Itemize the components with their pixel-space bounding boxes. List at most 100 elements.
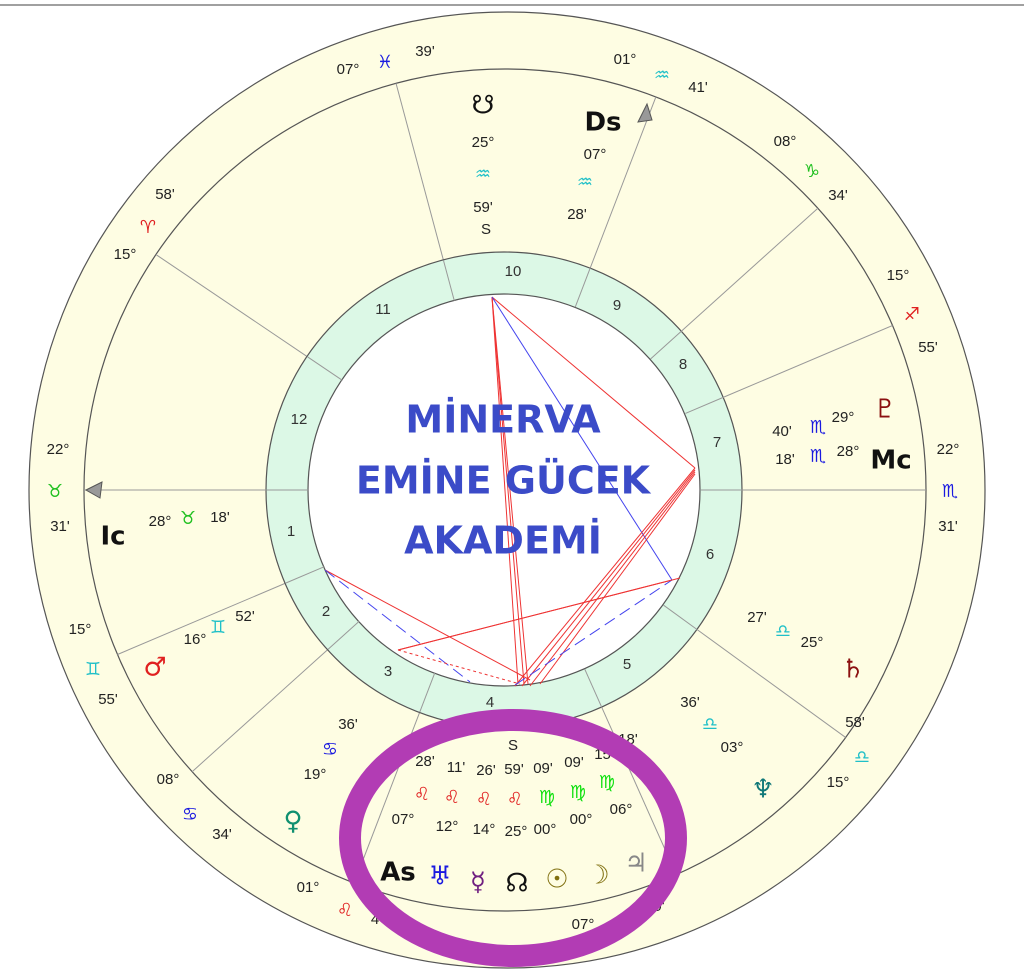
svg-text:28°: 28°	[837, 443, 860, 460]
saturn-icon: ♄	[841, 655, 864, 685]
virgo-icon: ♍	[599, 772, 615, 793]
cusp-degree: 07°	[572, 916, 595, 933]
libra-icon: ♎	[702, 714, 718, 735]
svg-text:07°: 07°	[392, 811, 415, 828]
ascendant-arrow-icon	[84, 481, 103, 499]
leo-icon: ♌	[476, 789, 492, 810]
cusp-degree: 01°	[297, 879, 320, 896]
libra-icon: ♎	[854, 747, 870, 768]
house-cusp-line	[191, 648, 329, 773]
north-node-icon: ☊	[505, 869, 528, 899]
house-divider	[327, 620, 360, 650]
aspect-line	[491, 296, 529, 685]
cusp-minute: 34'	[212, 826, 232, 843]
svg-text:18': 18'	[210, 509, 230, 526]
descendant-label: Ds	[584, 108, 621, 138]
house-divider	[663, 604, 698, 631]
axis-arrows	[84, 102, 653, 499]
scorpio-icon: ♏	[942, 481, 958, 502]
svg-text:36': 36'	[338, 716, 358, 733]
aquarius-icon: ♒	[577, 172, 593, 193]
cusp-degree: 08°	[774, 133, 797, 150]
aspect-lines	[324, 296, 696, 687]
house-cusp-line	[723, 325, 893, 398]
house-divider	[584, 668, 603, 708]
gemini-icon: ♊	[85, 659, 101, 680]
house-number: 3	[384, 663, 392, 680]
svg-text:25°: 25°	[505, 823, 528, 840]
house-cusp-line	[589, 96, 657, 268]
watermark-line: EMİNE GÜCEK	[356, 459, 652, 503]
midheaven-label: Mc	[870, 446, 911, 476]
cusp-degree: 01°	[614, 51, 637, 68]
planet-positions: ☋ 25° ♒ 59' S Ds 07° ♒ 28' 40' ♏ 29° ♇ 1…	[100, 91, 911, 860]
svg-text:28': 28'	[567, 206, 587, 223]
aquarius-icon: ♒	[475, 164, 491, 185]
cusp-degree: 22°	[47, 441, 70, 458]
leo-icon: ♌	[337, 900, 353, 921]
house-cusp-line	[681, 207, 819, 332]
svg-text:16°: 16°	[184, 631, 207, 648]
svg-text:12°: 12°	[436, 818, 459, 835]
house-number: 9	[613, 297, 621, 314]
south-node-icon: ☋	[471, 91, 494, 121]
stationary-flag: S	[508, 737, 518, 754]
house-number: 12	[291, 411, 308, 428]
svg-text:09': 09'	[533, 760, 553, 777]
house-divider	[650, 330, 683, 360]
aquarius-icon: ♒	[654, 65, 670, 86]
pisces-icon: ♓	[377, 52, 393, 73]
sagittarius-icon: ♐	[904, 304, 920, 325]
cusp-minute: 41'	[688, 79, 708, 96]
cusp-degree: 07°	[337, 61, 360, 78]
svg-text:52': 52'	[235, 608, 255, 625]
leo-icon: ♌	[444, 787, 460, 808]
cusp-minute: 34'	[828, 187, 848, 204]
gemini-icon: ♊	[210, 617, 226, 638]
leo-icon: ♌	[414, 784, 430, 805]
aspect-line	[514, 467, 696, 687]
neptune-icon: ♆	[751, 775, 774, 805]
house-divider	[307, 356, 343, 381]
cusp-degree: 15°	[887, 267, 910, 284]
taurus-icon: ♉	[47, 481, 63, 502]
cancer-icon: ♋	[322, 739, 338, 760]
taurus-icon: ♉	[180, 508, 196, 529]
cusp-minute: 39'	[415, 43, 435, 60]
svg-text:00°: 00°	[570, 811, 593, 828]
svg-text:59': 59'	[504, 761, 524, 778]
house-divider	[285, 566, 325, 584]
house-numbers: 10 9 8 7 6 5 4 3 2 1 12 11	[287, 263, 721, 711]
watermark-line: AKADEMİ	[404, 519, 602, 563]
pluto-icon: ♇	[873, 395, 896, 425]
aspect-line	[491, 296, 519, 685]
cusp-degree: 15°	[827, 774, 850, 791]
house-number: 1	[287, 523, 295, 540]
svg-text:06°: 06°	[610, 801, 633, 818]
house-number: 7	[713, 434, 721, 451]
aspect-line	[539, 473, 696, 685]
cusp-minute: 31'	[50, 518, 70, 535]
mercury-icon: ☿	[470, 868, 486, 898]
cusp-minute: 4	[371, 911, 379, 928]
planet-cluster: S 28' 11' 26' 59' 09' 09' 15' ♌ ♌ ♌ ♌ ♍ …	[380, 737, 647, 899]
virgo-icon: ♍	[570, 782, 586, 803]
house-cusp-line	[117, 582, 287, 655]
house-number: 11	[375, 301, 391, 318]
highlight-circle	[339, 709, 687, 967]
svg-text:29°: 29°	[832, 409, 855, 426]
aspect-line	[529, 471, 696, 687]
uranus-icon: ♅	[428, 862, 451, 892]
ring-cusp-lines	[267, 259, 743, 713]
svg-text:25°: 25°	[801, 634, 824, 651]
virgo-icon: ♍	[539, 787, 555, 808]
watermark-line: MİNERVA	[405, 398, 601, 442]
house-divider	[442, 259, 455, 301]
house-cusp-line	[395, 83, 444, 261]
house-number: 8	[679, 356, 687, 373]
svg-text:27': 27'	[747, 609, 767, 626]
svg-text:09': 09'	[564, 754, 584, 771]
cancer-icon: ♋	[182, 804, 198, 825]
svg-text:26': 26'	[476, 762, 496, 779]
